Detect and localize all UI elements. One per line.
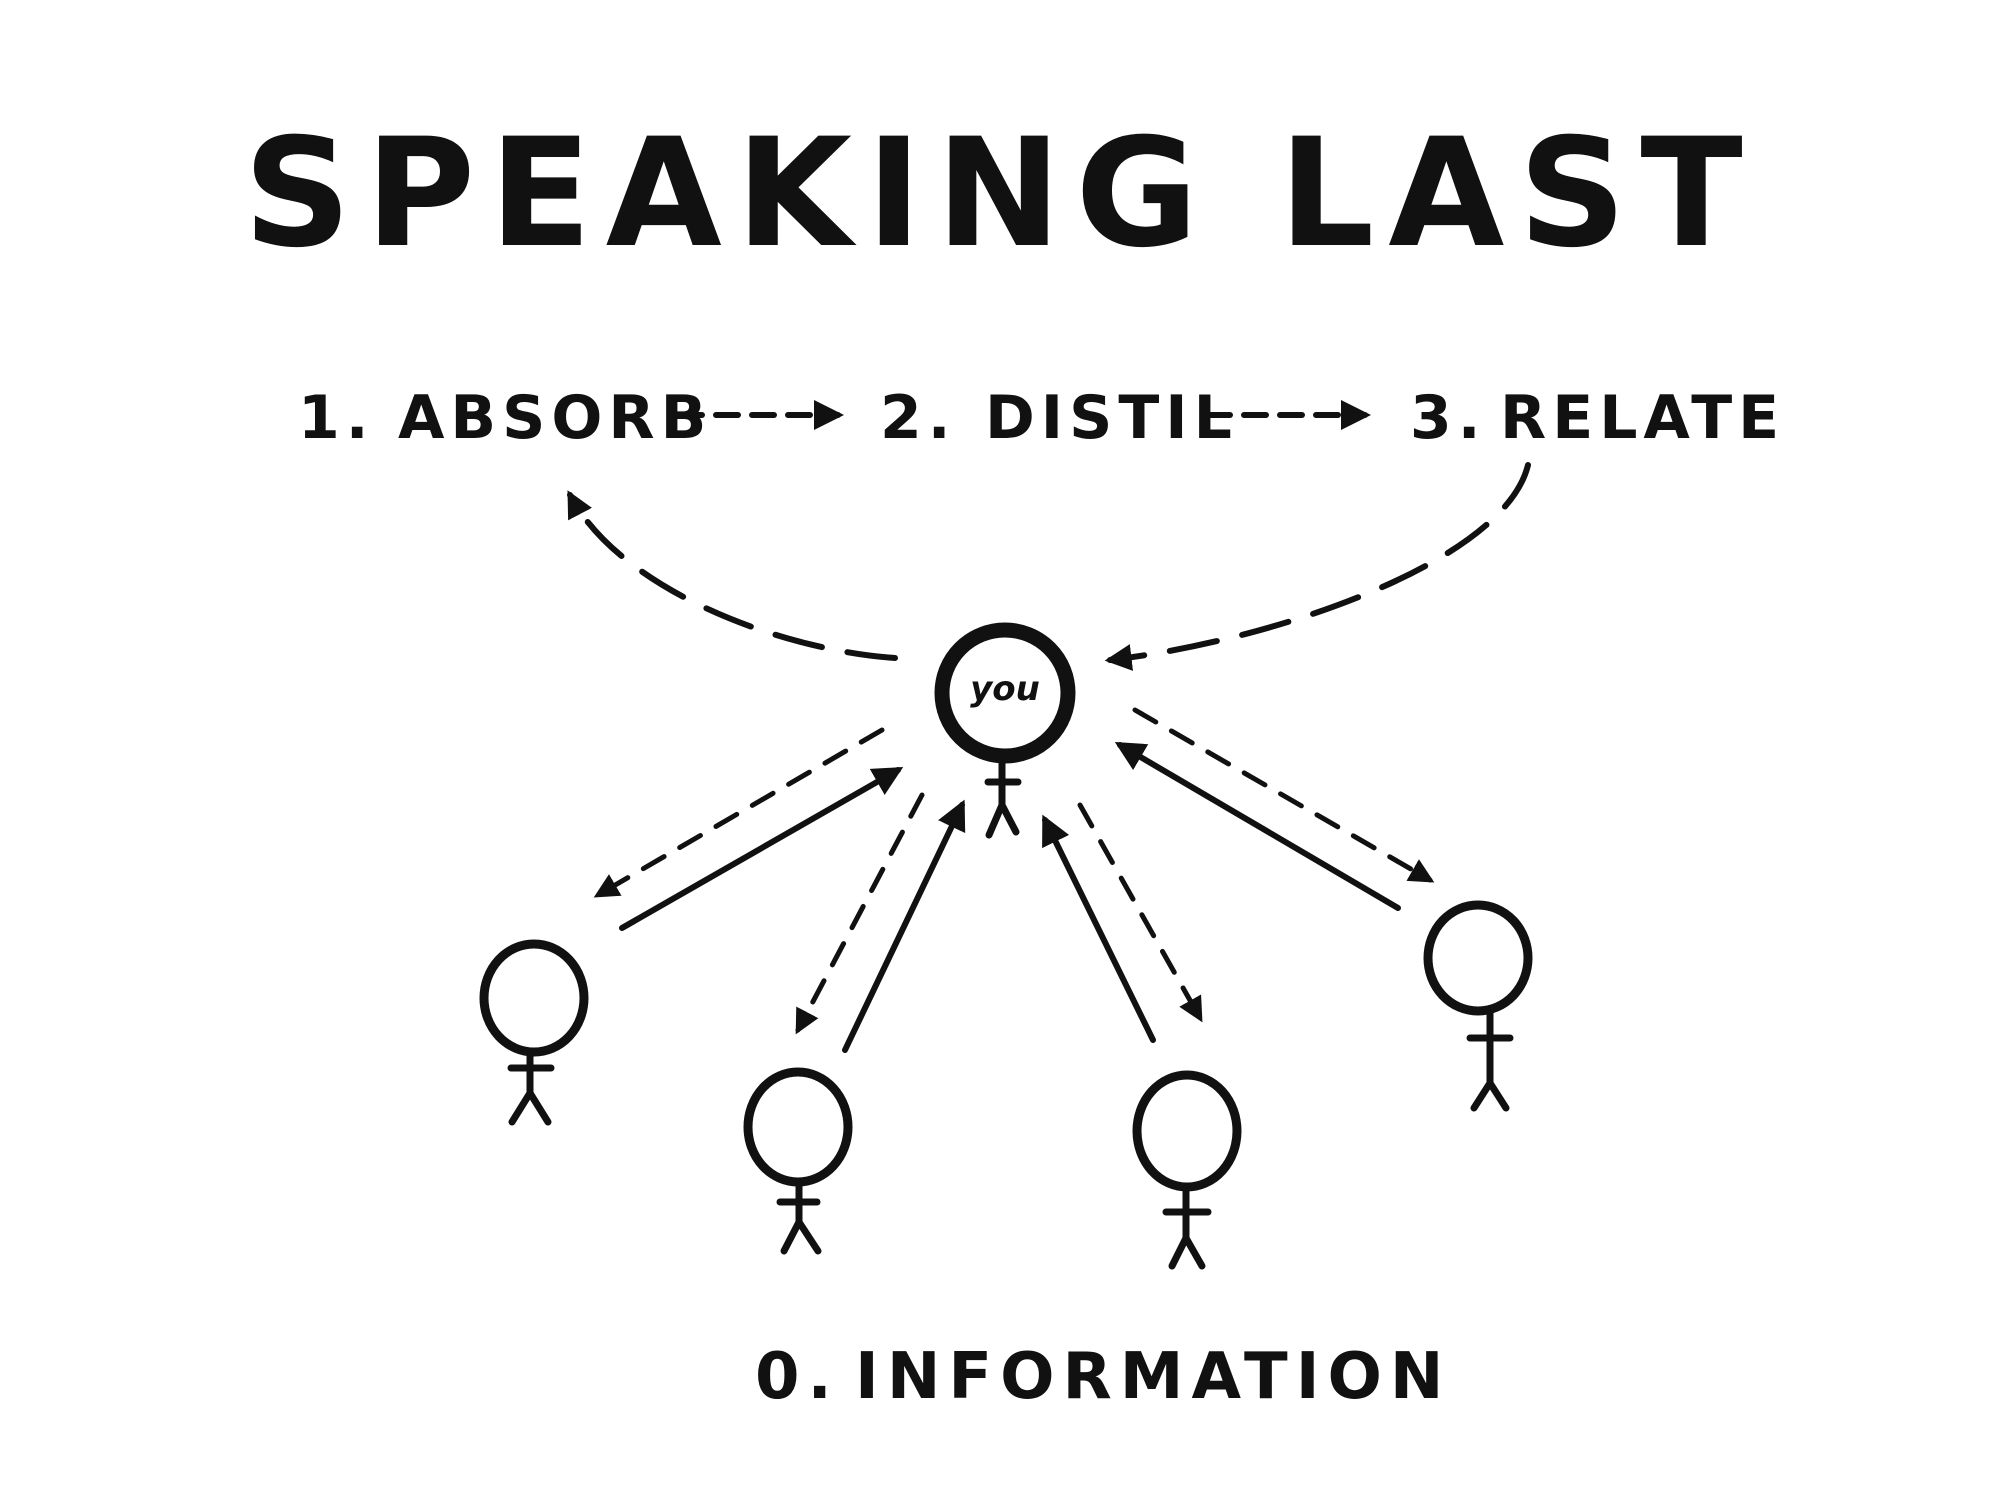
source-information: 0. INFORMATION [755,1340,1451,1414]
person-3-head [1132,1070,1242,1192]
arrow-relate-to-you [1104,462,1531,671]
arrow-person-1-to-you [619,767,904,931]
person-2 [743,1067,853,1255]
person-4-head [1423,900,1533,1016]
person-4 [1423,900,1533,1112]
arrow-you-to-person-3 [1077,802,1203,1023]
step-distil-label: DISTIL [985,383,1238,453]
arrow-you-to-absorb [567,490,898,661]
source-label: INFORMATION [855,1340,1451,1414]
diagram-title: SPEAKING LAST [243,107,1756,281]
step-relate-label: RELATE [1500,383,1785,453]
source-number: 0. [755,1340,840,1414]
arrow-you-to-person-2 [795,792,925,1035]
step-absorb-number: 1. [298,383,375,453]
arrow-you-to-person-1 [593,727,885,898]
you-label: you [970,669,1040,709]
person-3 [1132,1070,1242,1270]
step-absorb: 1. ABSORB [298,383,712,453]
arrow-you-to-person-4 [1132,707,1435,883]
step-relate-number: 3. [1410,383,1487,453]
person-you: you [934,622,1076,839]
arrow-person-3-to-you [1042,814,1156,1043]
step-distil-number: 2. [880,383,957,453]
step-absorb-label: ABSORB [398,383,712,453]
person-1 [479,939,589,1126]
step-relate: 3. RELATE [1410,383,1785,453]
step-distil: 2. DISTIL [880,383,1238,453]
you-head [934,622,1076,764]
arrow-person-2-to-you [842,799,966,1053]
person-1-head [479,939,589,1057]
arrow-person-4-to-you [1114,741,1401,911]
person-2-head [743,1067,853,1187]
